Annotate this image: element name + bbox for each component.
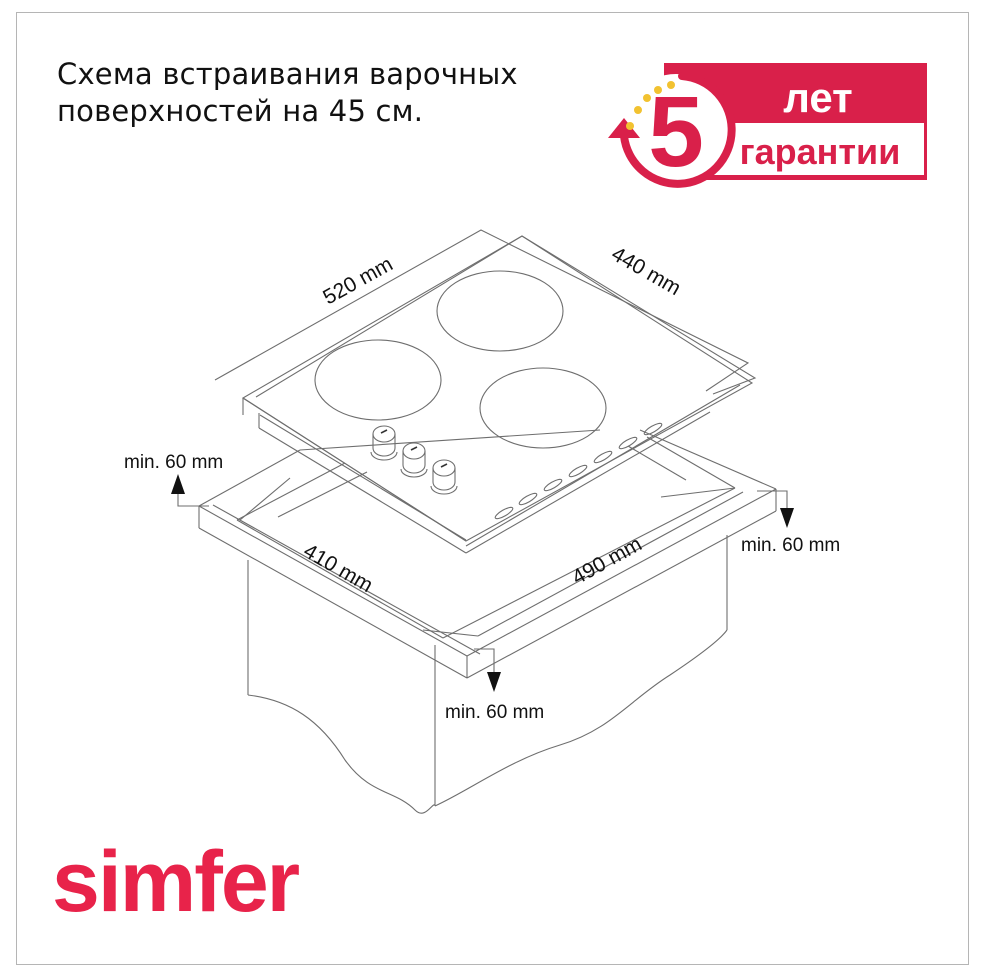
star-icon [626,81,675,130]
brand-logo: simfer [52,834,300,930]
cabinet-body [247,535,728,814]
countertop [198,429,777,679]
burner-front-right [479,367,607,449]
burner-front-left [314,339,442,421]
clearance-side-label: min. 60 mm [741,535,840,556]
title-line-2: поверхностей на 45 см. [57,94,424,128]
clearance-arrows [177,490,788,672]
circular-arrow-icon [608,72,736,188]
arrow-down-icon [487,672,501,692]
vent-slots [494,422,663,520]
arrow-down-icon [780,508,794,528]
image-frame [16,12,969,965]
knob [400,442,428,478]
hob-depth-label: 440 mm [608,242,685,300]
title-line-1: Схема встраивания варочных [57,57,518,91]
knob [370,425,398,461]
badge-strip [714,123,924,175]
badge-number: 5 [648,76,704,188]
hob [214,229,757,554]
knob [430,459,458,495]
warranty-badge: 5 лет гарантии [608,63,927,188]
clearance-back-label: min. 60 mm [124,452,223,473]
hob-width-label: 520 mm [319,252,396,309]
badge-circle [620,74,732,186]
arrow-up-icon [171,474,185,494]
arrowheads [171,474,794,692]
control-knobs [370,425,458,495]
page-title: Схема встраивания варочных поверхностей … [57,56,518,130]
burner-back [436,270,564,352]
badge-word-top: лет [783,74,853,121]
clearance-front-label: min. 60 mm [445,702,544,723]
badge-word-bottom: гарантии [740,131,901,172]
